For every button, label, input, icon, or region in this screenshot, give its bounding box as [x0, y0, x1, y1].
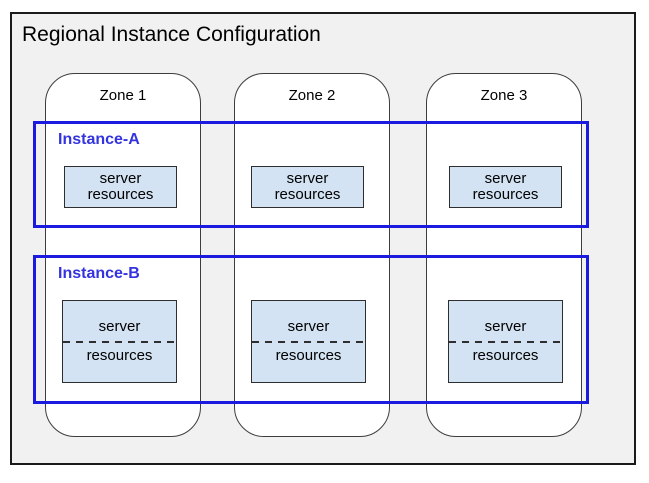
server-box-text-line: server: [99, 170, 142, 187]
server-box-text-line: server: [484, 170, 527, 187]
server-box-text-line: resources: [86, 347, 153, 364]
instance-b-boundary: Instance-B: [33, 255, 589, 404]
instance-a-boundary: Instance-A: [33, 121, 589, 228]
dashed-divider-line: [63, 340, 176, 343]
instance-a-label: Instance-A: [58, 131, 140, 148]
server-resources-box-instance-b-zone-1: server resources: [62, 300, 177, 383]
server-box-text-line: resources: [87, 186, 154, 203]
server-resources-box-instance-b-zone-3: server resources: [448, 300, 563, 383]
server-resources-box-instance-a-zone-1: server resources: [64, 166, 177, 208]
diagram-title: Regional Instance Configuration: [22, 23, 321, 46]
server-box-text-line: resources: [275, 347, 342, 364]
zone-3-label: Zone 3: [480, 87, 528, 104]
region-container: Regional Instance Configuration Zone 1 Z…: [10, 12, 636, 465]
server-box-text-line: server: [484, 318, 527, 335]
instance-b-label: Instance-B: [58, 265, 140, 282]
server-box-text-line: server: [287, 318, 330, 335]
dashed-divider-line: [449, 340, 562, 343]
server-box-text-line: resources: [472, 347, 539, 364]
server-resources-box-instance-b-zone-2: server resources: [251, 300, 366, 383]
server-box-text-line: resources: [274, 186, 341, 203]
server-box-text-line: server: [286, 170, 329, 187]
server-box-text-line: resources: [472, 186, 539, 203]
zone-2-label: Zone 2: [288, 87, 336, 104]
server-resources-box-instance-a-zone-3: server resources: [449, 166, 562, 208]
dashed-divider-line: [252, 340, 365, 343]
server-box-text-line: server: [98, 318, 141, 335]
zone-1-label: Zone 1: [99, 87, 147, 104]
server-resources-box-instance-a-zone-2: server resources: [251, 166, 364, 208]
